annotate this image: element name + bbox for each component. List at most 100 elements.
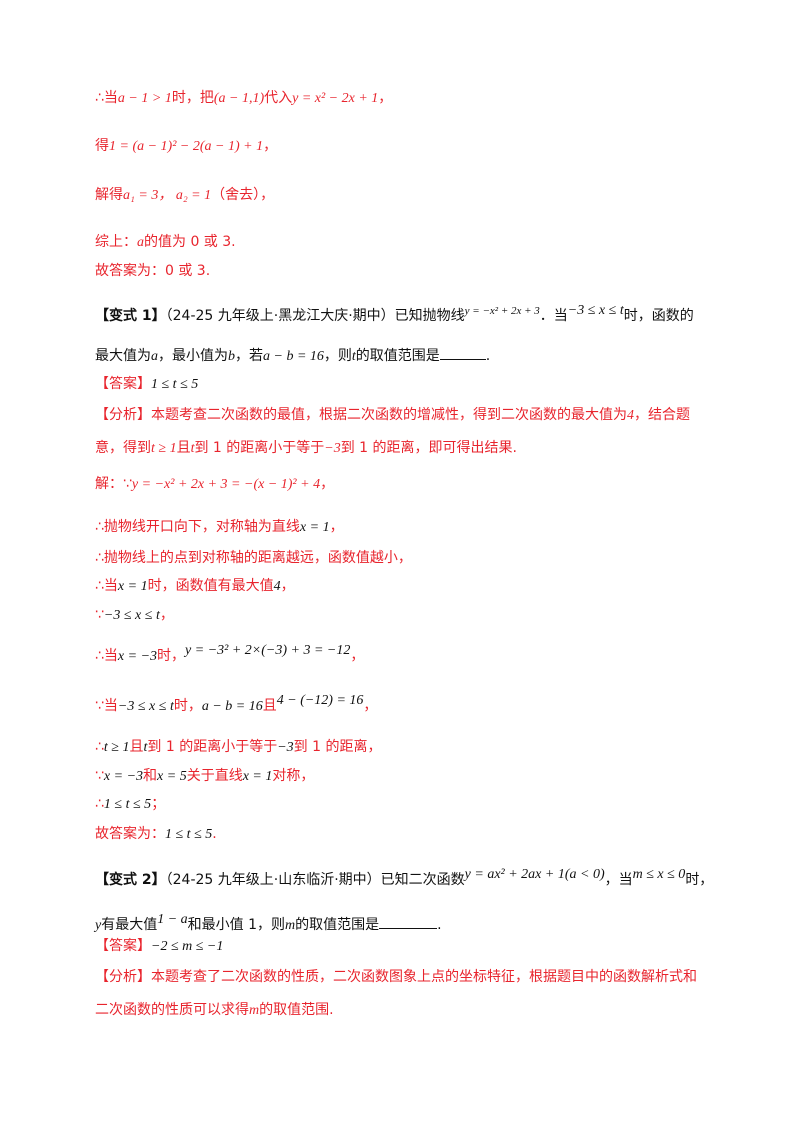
text: ，	[159, 607, 174, 623]
formula: b	[228, 349, 235, 364]
text: 有最大值	[101, 917, 158, 933]
solution-final-answer: 故答案为：1 ≤ t ≤ 5.	[95, 824, 710, 845]
variant-2-analysis-line-1: 【分析】本题考查了二次函数的性质，二次函数图象上点的坐标特征，根据题目中的函数解…	[95, 967, 710, 987]
text: 到 1 的距离，即可得出结果.	[340, 440, 517, 456]
text: .	[437, 917, 442, 933]
formula: t ≥ 1	[103, 740, 130, 755]
solution-step-8: ∴t ≥ 1且t到 1 的距离小于等于−3到 1 的距离，	[95, 737, 710, 758]
solution-line-2: 得1 = (a − 1)² − 2(a − 1) + 1，	[95, 136, 710, 157]
text: （24-25 九年级上·黑龙江大庆·期中）已知抛物线	[165, 308, 465, 324]
text: 且	[262, 698, 277, 714]
formula: −3 ≤ x ≤ t	[103, 608, 160, 623]
answer-blank	[379, 914, 438, 929]
variant-1-question-line-2: 最大值为a，最小值为b，若a − b = 16，则t的取值范围是.	[95, 345, 710, 367]
text: 的值为 0 或 3.	[144, 234, 236, 250]
variant-2-answer: 【答案】−2 ≤ m ≤ −1	[95, 936, 710, 957]
text: 本题考查二次函数的最值，根据二次函数的增减性，得到二次函数的最大值为	[151, 407, 627, 423]
text: ∴	[95, 739, 104, 755]
text: 综上：	[95, 234, 137, 250]
formula: 4	[627, 408, 634, 423]
formula: a − b = 16	[201, 699, 263, 714]
variant-2-analysis-line-2: 二次函数的性质可以求得m的取值范围.	[95, 1000, 710, 1021]
text: 和	[143, 768, 158, 784]
solution-step-1: 解：∵y = −x² + 2x + 3 = −(x − 1)² + 4，	[95, 474, 710, 495]
text: ，最小值为	[158, 348, 228, 364]
variant-2-question-line-1: 【变式 2】（24-25 九年级上·山东临沂·期中）已知二次函数y = ax² …	[95, 865, 713, 890]
formula: y = ax² + 2ax + 1(a < 0)	[464, 867, 605, 882]
variant-1-question-line-1: 【变式 1】（24-25 九年级上·黑龙江大庆·期中）已知抛物线y = −x² …	[95, 301, 710, 326]
solution-step-6: ∴当x = −3时，y = −3² + 2×(−3) + 3 = −12，	[95, 641, 710, 667]
text: （24-25 九年级上·山东临沂·期中）已知二次函数	[165, 872, 465, 888]
formula: −2 ≤ m ≤ −1	[151, 939, 224, 954]
text: ，	[280, 578, 295, 594]
text: ∵	[95, 768, 104, 784]
text: （舍去），	[211, 187, 275, 203]
text: 最大值为	[95, 348, 151, 364]
formula: m	[249, 1003, 260, 1018]
formula: 1 ≤ t ≤ 5	[165, 827, 213, 842]
solution-step-5: ∵−3 ≤ x ≤ t，	[95, 605, 710, 626]
formula: 4 − (−12) = 16	[276, 693, 364, 708]
text: ∴	[95, 796, 104, 812]
variant-1-analysis-line-2: 意，得到t ≥ 1且t到 1 的距离小于等于−3到 1 的距离，即可得出结果.	[95, 438, 710, 459]
formula: a − 1 > 1	[117, 91, 172, 106]
text: ，	[263, 138, 278, 154]
answer-tag: 【答案】	[95, 376, 151, 392]
text: 本题考查了二次函数的性质，二次函数图象上点的坐标特征，根据题目中的函数解析式和	[151, 969, 697, 985]
solution-step-10: ∴1 ≤ t ≤ 5；	[95, 794, 710, 815]
text: 时，函数值有最大值	[147, 578, 274, 594]
formula: x = 1	[242, 769, 273, 784]
text: ，	[329, 519, 344, 535]
text: 到 1 的距离小于等于	[194, 440, 325, 456]
answer-blank	[439, 345, 486, 360]
text: 到 1 的距离，	[293, 739, 382, 755]
analysis-tag: 【分析】	[95, 969, 151, 985]
text: ∵当	[95, 698, 118, 714]
formula: t	[190, 441, 195, 456]
solution-step-9: ∵x = −3和x = 5关于直线x = 1对称，	[95, 766, 710, 787]
variant-tag: 【变式 2】	[95, 872, 166, 888]
text: ，则	[323, 348, 352, 364]
text: 关于直线	[186, 768, 243, 784]
text: ∴当	[95, 648, 118, 664]
text: 时，函数的	[623, 308, 694, 324]
solution-line-1: ∴当a − 1 > 1时，把(a − 1,1)代入y = x² − 2x + 1…	[95, 88, 710, 109]
summary-line: 综上：a的值为 0 或 3.	[95, 232, 710, 253]
text: ∴抛物线开口向下，对称轴为直线	[95, 519, 300, 535]
text: 的取值范围是	[295, 917, 380, 933]
text: 解得	[95, 187, 123, 203]
text: ，	[363, 698, 378, 714]
solution-step-4: ∴当x = 1时，函数值有最大值4，	[95, 576, 710, 597]
text: 对称，	[272, 768, 315, 784]
formula: y = x² − 2x + 1	[292, 91, 379, 106]
text: ．当	[539, 308, 568, 324]
text: 时，把	[171, 90, 214, 106]
text: 和最小值 1，则	[187, 917, 286, 933]
text: 的取值范围是	[355, 348, 440, 364]
variant-2-question-line-2: y有最大值1 − a和最小值 1，则m的取值范围是.	[95, 910, 710, 936]
formula: y = −3² + 2×(−3) + 3 = −12	[185, 643, 351, 658]
variant-1-analysis-line-1: 【分析】本题考查二次函数的最值，根据二次函数的增减性，得到二次函数的最大值为4，…	[95, 405, 710, 426]
formula: 1 − a	[157, 912, 188, 927]
formula: x = −3	[103, 769, 144, 784]
formula: x = 1	[117, 579, 148, 594]
text: ∴当	[95, 90, 118, 106]
formula: x = −3	[117, 649, 158, 664]
text: .	[485, 348, 491, 364]
formula: t	[143, 740, 148, 755]
text: ，结合题	[634, 407, 690, 423]
analysis-tag: 【分析】	[95, 407, 151, 423]
formula: x = 5	[157, 769, 187, 784]
solution-step-3: ∴抛物线上的点到对称轴的距离越远，函数值越小，	[95, 548, 710, 568]
text: .	[212, 826, 217, 842]
text: 且	[129, 739, 144, 755]
solution-step-2: ∴抛物线开口向下，对称轴为直线x = 1，	[95, 517, 710, 538]
text: 意，得到	[95, 440, 151, 456]
text: ；	[151, 796, 166, 812]
text: ，	[320, 476, 335, 492]
formula: 4	[273, 579, 281, 594]
text: 时，	[157, 648, 186, 664]
formula: a	[137, 235, 144, 250]
text: ，	[378, 90, 393, 106]
